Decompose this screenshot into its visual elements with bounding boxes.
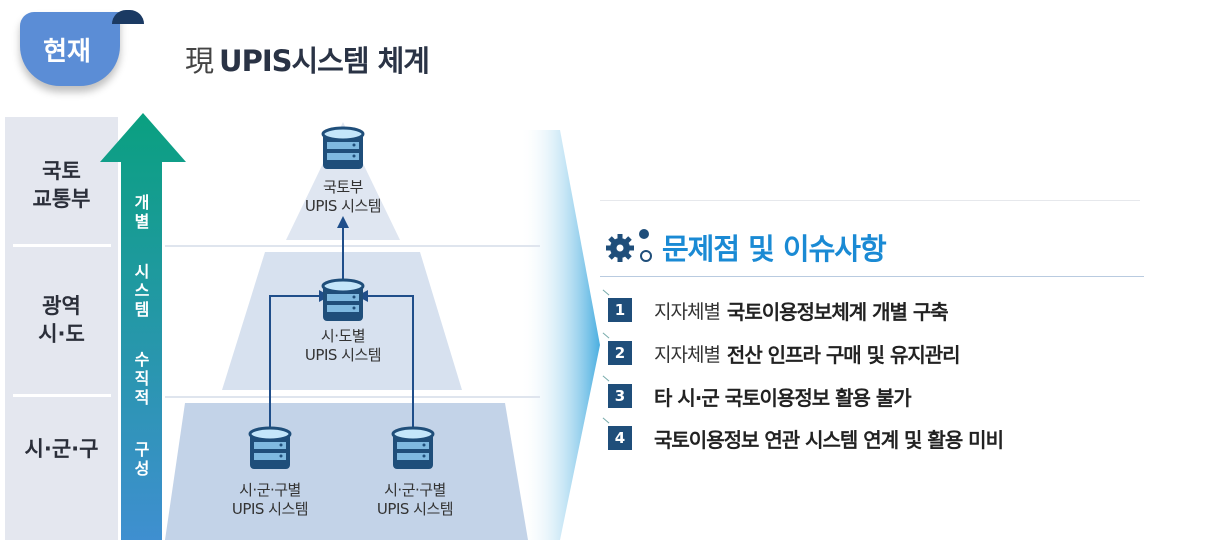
badge-label: 현재 bbox=[43, 36, 91, 67]
database-icon bbox=[391, 426, 435, 469]
level-label: 광역 bbox=[42, 294, 81, 318]
arrow-char: 스 bbox=[134, 281, 150, 300]
database-icon bbox=[321, 126, 365, 169]
label-line: UPIS 시스템 bbox=[376, 500, 454, 518]
issue-item: 3 타 시·군 국토이용정보 활용 불가 bbox=[608, 383, 912, 410]
gears-icon bbox=[606, 229, 652, 262]
arrow-char: 적 bbox=[134, 388, 150, 407]
pyramid-top bbox=[286, 122, 400, 240]
issue-text: 국토이용정보 연관 시스템 연계 및 활용 미비 bbox=[654, 427, 1004, 452]
title-main: UPIS시스템 체계 bbox=[219, 44, 430, 78]
divider bbox=[600, 200, 1140, 201]
divider bbox=[165, 396, 540, 398]
divider bbox=[13, 244, 111, 247]
issues-heading: 문제점 및 이슈사항 bbox=[662, 232, 887, 266]
issue-prefix: 지자체별 bbox=[654, 300, 721, 323]
chevron-arrow bbox=[520, 130, 600, 540]
arrow-char: 구 bbox=[134, 440, 150, 459]
label-line: 국토부 bbox=[323, 178, 363, 196]
label-line: UPIS 시스템 bbox=[304, 197, 382, 215]
database-icon bbox=[321, 278, 365, 321]
issue-text: 국토이용정보체계 개별 구축 bbox=[726, 299, 949, 324]
level-label: 국토 bbox=[42, 159, 81, 183]
current-badge: 현재 bbox=[20, 12, 120, 86]
divider bbox=[600, 276, 1144, 277]
divider bbox=[13, 394, 111, 397]
divider bbox=[165, 245, 540, 247]
pyramid-bottom bbox=[165, 403, 528, 540]
level-label: 교통부 bbox=[32, 187, 91, 211]
number-badge: 4 bbox=[608, 426, 632, 450]
arrow-char: 별 bbox=[134, 212, 150, 231]
database-icon bbox=[248, 426, 292, 469]
level-label: 시·군·구 bbox=[24, 437, 99, 461]
number-badge: 1 bbox=[608, 298, 632, 322]
label-line: UPIS 시스템 bbox=[304, 346, 382, 364]
label-line: 시·도별 bbox=[320, 327, 366, 345]
number-badge: 3 bbox=[608, 384, 632, 408]
label-line: 시·군·구별 bbox=[239, 481, 301, 499]
arrow-char: 템 bbox=[134, 300, 150, 319]
level-local: 시·군·구 bbox=[5, 435, 118, 463]
arrow-char: 개 bbox=[134, 193, 150, 212]
arrow-char: 시 bbox=[134, 262, 150, 281]
issue-prefix: 지자체별 bbox=[654, 343, 721, 366]
arrow-char: 성 bbox=[134, 459, 150, 478]
label-line: UPIS 시스템 bbox=[231, 500, 309, 518]
level-label: 시·도 bbox=[38, 322, 85, 346]
issue-text: 타 시·군 국토이용정보 활용 불가 bbox=[654, 385, 912, 410]
arrow-char: 직 bbox=[134, 369, 150, 388]
badge-curl bbox=[112, 10, 144, 24]
title-prefix: 現 bbox=[185, 44, 214, 78]
number-badge: 2 bbox=[608, 341, 632, 365]
issue-text: 전산 인프라 구매 및 유지관리 bbox=[726, 342, 961, 367]
vertical-arrow bbox=[100, 113, 186, 540]
arrow-char: 수 bbox=[134, 350, 150, 369]
issue-item: 4 국토이용정보 연관 시스템 연계 및 활용 미비 bbox=[608, 425, 1004, 452]
label-line: 시·군·구별 bbox=[384, 481, 446, 499]
